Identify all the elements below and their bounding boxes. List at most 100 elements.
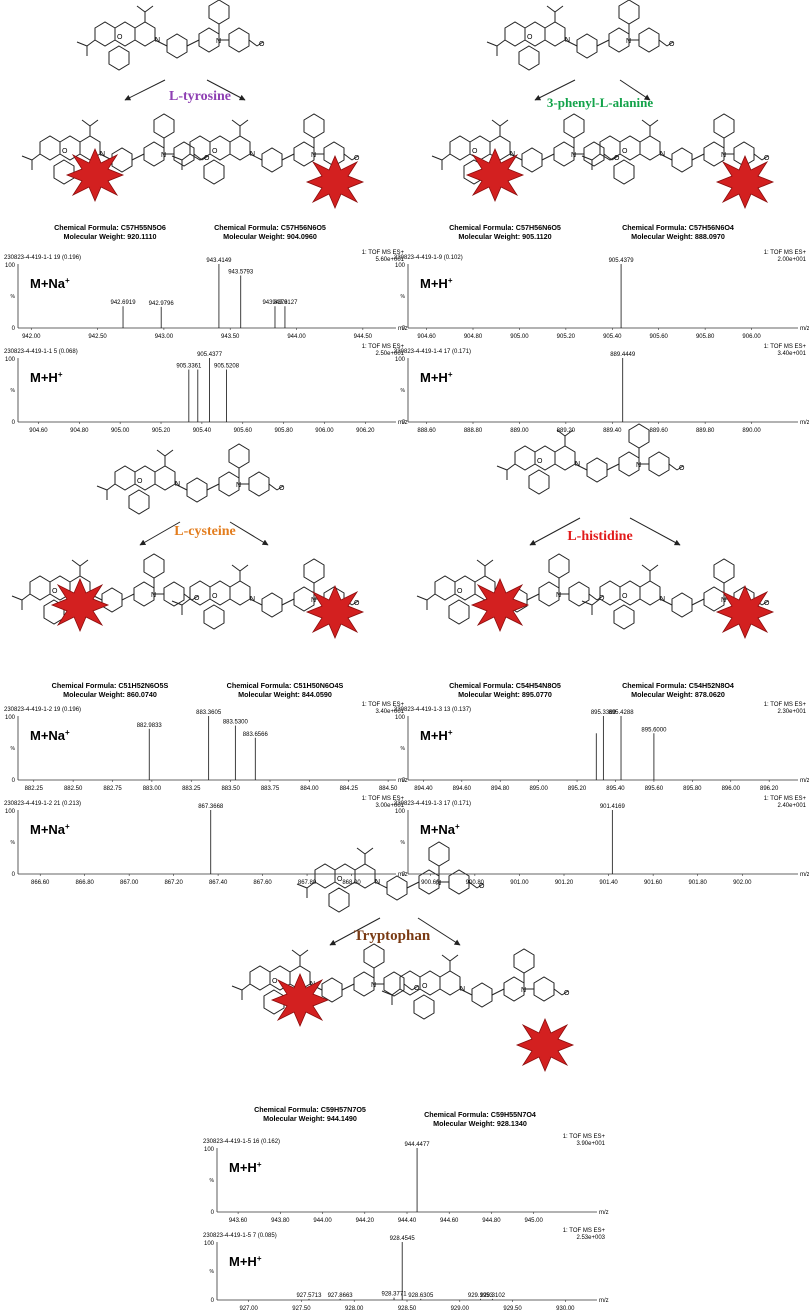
- x-tick-label: 883.25: [182, 786, 201, 792]
- product-phe2: [581, 113, 774, 209]
- x-label: m/z: [800, 326, 809, 332]
- ion-label: M+Na+: [30, 822, 70, 837]
- x-tick-label: 867.60: [253, 880, 272, 886]
- y-tick-0: 0: [402, 326, 406, 332]
- x-tick-label: 895.60: [645, 786, 664, 792]
- x-tick-label: 866.60: [31, 880, 50, 886]
- y-unit: %: [210, 1269, 215, 1275]
- peak-label: 895.6000: [641, 727, 667, 733]
- x-tick-label: 867.20: [164, 880, 183, 886]
- spectrum-intensity: 3.00e+001: [375, 803, 404, 809]
- x-tick-label: 905.00: [111, 428, 130, 434]
- y-unit: %: [210, 1178, 215, 1184]
- x-label: m/z: [800, 420, 809, 426]
- mw-tyr1: Molecular Weight: 920.1110: [64, 232, 157, 241]
- x-tick-label: 905.40: [193, 428, 212, 434]
- x-tick-label: 905.20: [152, 428, 171, 434]
- spectrum-mode: 1: TOF MS ES+: [764, 344, 807, 350]
- spectrum-intensity: 2.40e+001: [777, 803, 806, 809]
- ion-label: M+H+: [229, 1254, 262, 1269]
- y-tick-100: 100: [204, 1147, 215, 1153]
- x-tick-label: 944.50: [354, 334, 373, 340]
- spectrum-mode: 1: TOF MS ES+: [362, 344, 405, 350]
- mw-phe2: Molecular Weight: 888.0970: [631, 232, 725, 241]
- x-tick-label: 883.50: [221, 786, 240, 792]
- spectrum-s3: 230823-4-419-1-9 (0.102)1: TOF MS ES+2.0…: [394, 250, 809, 340]
- formula-phe1: Chemical Formula: C57H56N6O5: [449, 223, 561, 232]
- spectrum-mode: 1: TOF MS ES+: [563, 1134, 606, 1140]
- x-tick-label: 929.50: [503, 1306, 522, 1310]
- spectrum-s6: 230823-4-419-1-2 21 (0.213)1: TOF MS ES+…: [4, 796, 408, 886]
- ion-label: M+H+: [30, 370, 63, 385]
- spectrum-header: 230823-4-419-1-2 19 (0.196): [4, 707, 81, 713]
- x-label: m/z: [599, 1210, 609, 1216]
- peak-label: 942.6919: [111, 300, 137, 306]
- x-label: m/z: [398, 778, 408, 784]
- y-tick-0: 0: [12, 778, 16, 784]
- x-label: m/z: [398, 326, 408, 332]
- x-tick-label: 895.80: [683, 786, 702, 792]
- x-tick-label: 906.00: [315, 428, 334, 434]
- x-tick-label: 905.60: [234, 428, 253, 434]
- label-histidine: L-histidine: [567, 529, 632, 544]
- formula-his2: Chemical Formula: C54H52N8O4: [622, 681, 734, 690]
- x-tick-label: 928.50: [398, 1306, 417, 1310]
- y-unit: %: [11, 388, 16, 394]
- x-label: m/z: [599, 1298, 609, 1304]
- formula-trp1: Chemical Formula: C59H57N7O5: [254, 1105, 366, 1114]
- y-tick-100: 100: [5, 715, 16, 721]
- peak-label: 883.3605: [196, 710, 222, 716]
- spectrum-header: 230823-4-419-1-3 13 (0.137): [394, 707, 471, 713]
- x-tick-label: 904.80: [464, 334, 483, 340]
- x-tick-label: 895.40: [606, 786, 625, 792]
- x-tick-label: 901.60: [644, 880, 663, 886]
- y-tick-0: 0: [211, 1210, 215, 1216]
- spectrum-mode: 1: TOF MS ES+: [764, 702, 807, 708]
- x-tick-label: 905.00: [510, 334, 529, 340]
- mw-his1: Molecular Weight: 895.0770: [458, 690, 552, 699]
- y-unit: %: [11, 746, 16, 752]
- x-tick-label: 883.00: [143, 786, 162, 792]
- mw-his2: Molecular Weight: 878.0620: [631, 690, 725, 699]
- spectrum-mode: 1: TOF MS ES+: [362, 250, 405, 256]
- x-tick-label: 900.60: [421, 880, 440, 886]
- y-tick-100: 100: [5, 263, 16, 269]
- peak-label: 943.5793: [228, 270, 254, 276]
- peak-label: 901.4169: [600, 804, 626, 810]
- spectrum-intensity: 3.40e+001: [375, 709, 404, 715]
- x-tick-label: 943.60: [229, 1218, 248, 1224]
- x-tick-label: 882.75: [103, 786, 122, 792]
- x-tick-label: 895.00: [529, 786, 548, 792]
- spectrum-header: 230823-4-419-1-5 7 (0.085): [203, 1233, 277, 1239]
- x-tick-label: 945.00: [524, 1218, 543, 1224]
- product-his2: [581, 558, 774, 639]
- product-phe1: [431, 113, 621, 202]
- y-tick-0: 0: [402, 420, 406, 426]
- spectrum-mode: 1: TOF MS ES+: [764, 250, 807, 256]
- x-tick-label: 902.00: [733, 880, 752, 886]
- arrow: [229, 521, 269, 546]
- arrow: [619, 79, 651, 101]
- x-tick-label: 906.20: [356, 428, 375, 434]
- x-tick-label: 882.50: [64, 786, 83, 792]
- peak-label: 905.4379: [609, 258, 635, 264]
- y-unit: %: [401, 388, 406, 394]
- x-tick-label: 894.80: [491, 786, 510, 792]
- spectrum-header: 230823-4-419-1-5 16 (0.162): [203, 1139, 280, 1145]
- y-unit: %: [11, 294, 16, 300]
- spectrum-mode: 1: TOF MS ES+: [563, 1228, 606, 1234]
- spectrum-s2: 230823-4-419-1-1 5 (0.068)1: TOF MS ES+2…: [4, 344, 408, 434]
- x-tick-label: 884.25: [340, 786, 359, 792]
- product-his1: [416, 553, 606, 632]
- formula-tyr1: Chemical Formula: C57H55N5O6: [54, 223, 166, 232]
- product-trp2: [381, 948, 574, 1072]
- x-tick-label: 867.00: [120, 880, 139, 886]
- formula-his1: Chemical Formula: C54H54N8O5: [449, 681, 561, 690]
- y-tick-0: 0: [12, 872, 16, 878]
- probe-histidine: [496, 423, 686, 495]
- mw-cys2: Molecular Weight: 844.0590: [238, 690, 332, 699]
- x-tick-label: 901.20: [555, 880, 574, 886]
- peak-label: 943.9127: [272, 300, 298, 306]
- spectrum-header: 230823-4-419-1-4 17 (0.171): [394, 349, 471, 355]
